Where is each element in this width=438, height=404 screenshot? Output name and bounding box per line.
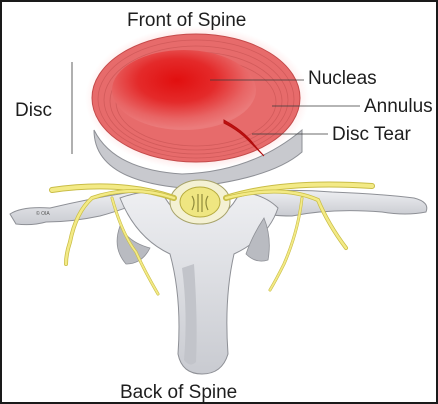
disc-tear-label: Disc Tear <box>332 124 411 146</box>
spinal-cord <box>170 180 230 224</box>
front-of-spine-label: Front of Spine <box>127 10 246 32</box>
intervertebral-disc <box>85 26 309 170</box>
copyright-mark: © OIA <box>36 211 50 217</box>
nucleus <box>112 50 256 130</box>
back-of-spine-label: Back of Spine <box>120 382 237 404</box>
disc-label: Disc <box>15 100 52 122</box>
nucleas-label: Nucleas <box>308 68 377 90</box>
annulus-label: Annulus <box>364 96 433 118</box>
